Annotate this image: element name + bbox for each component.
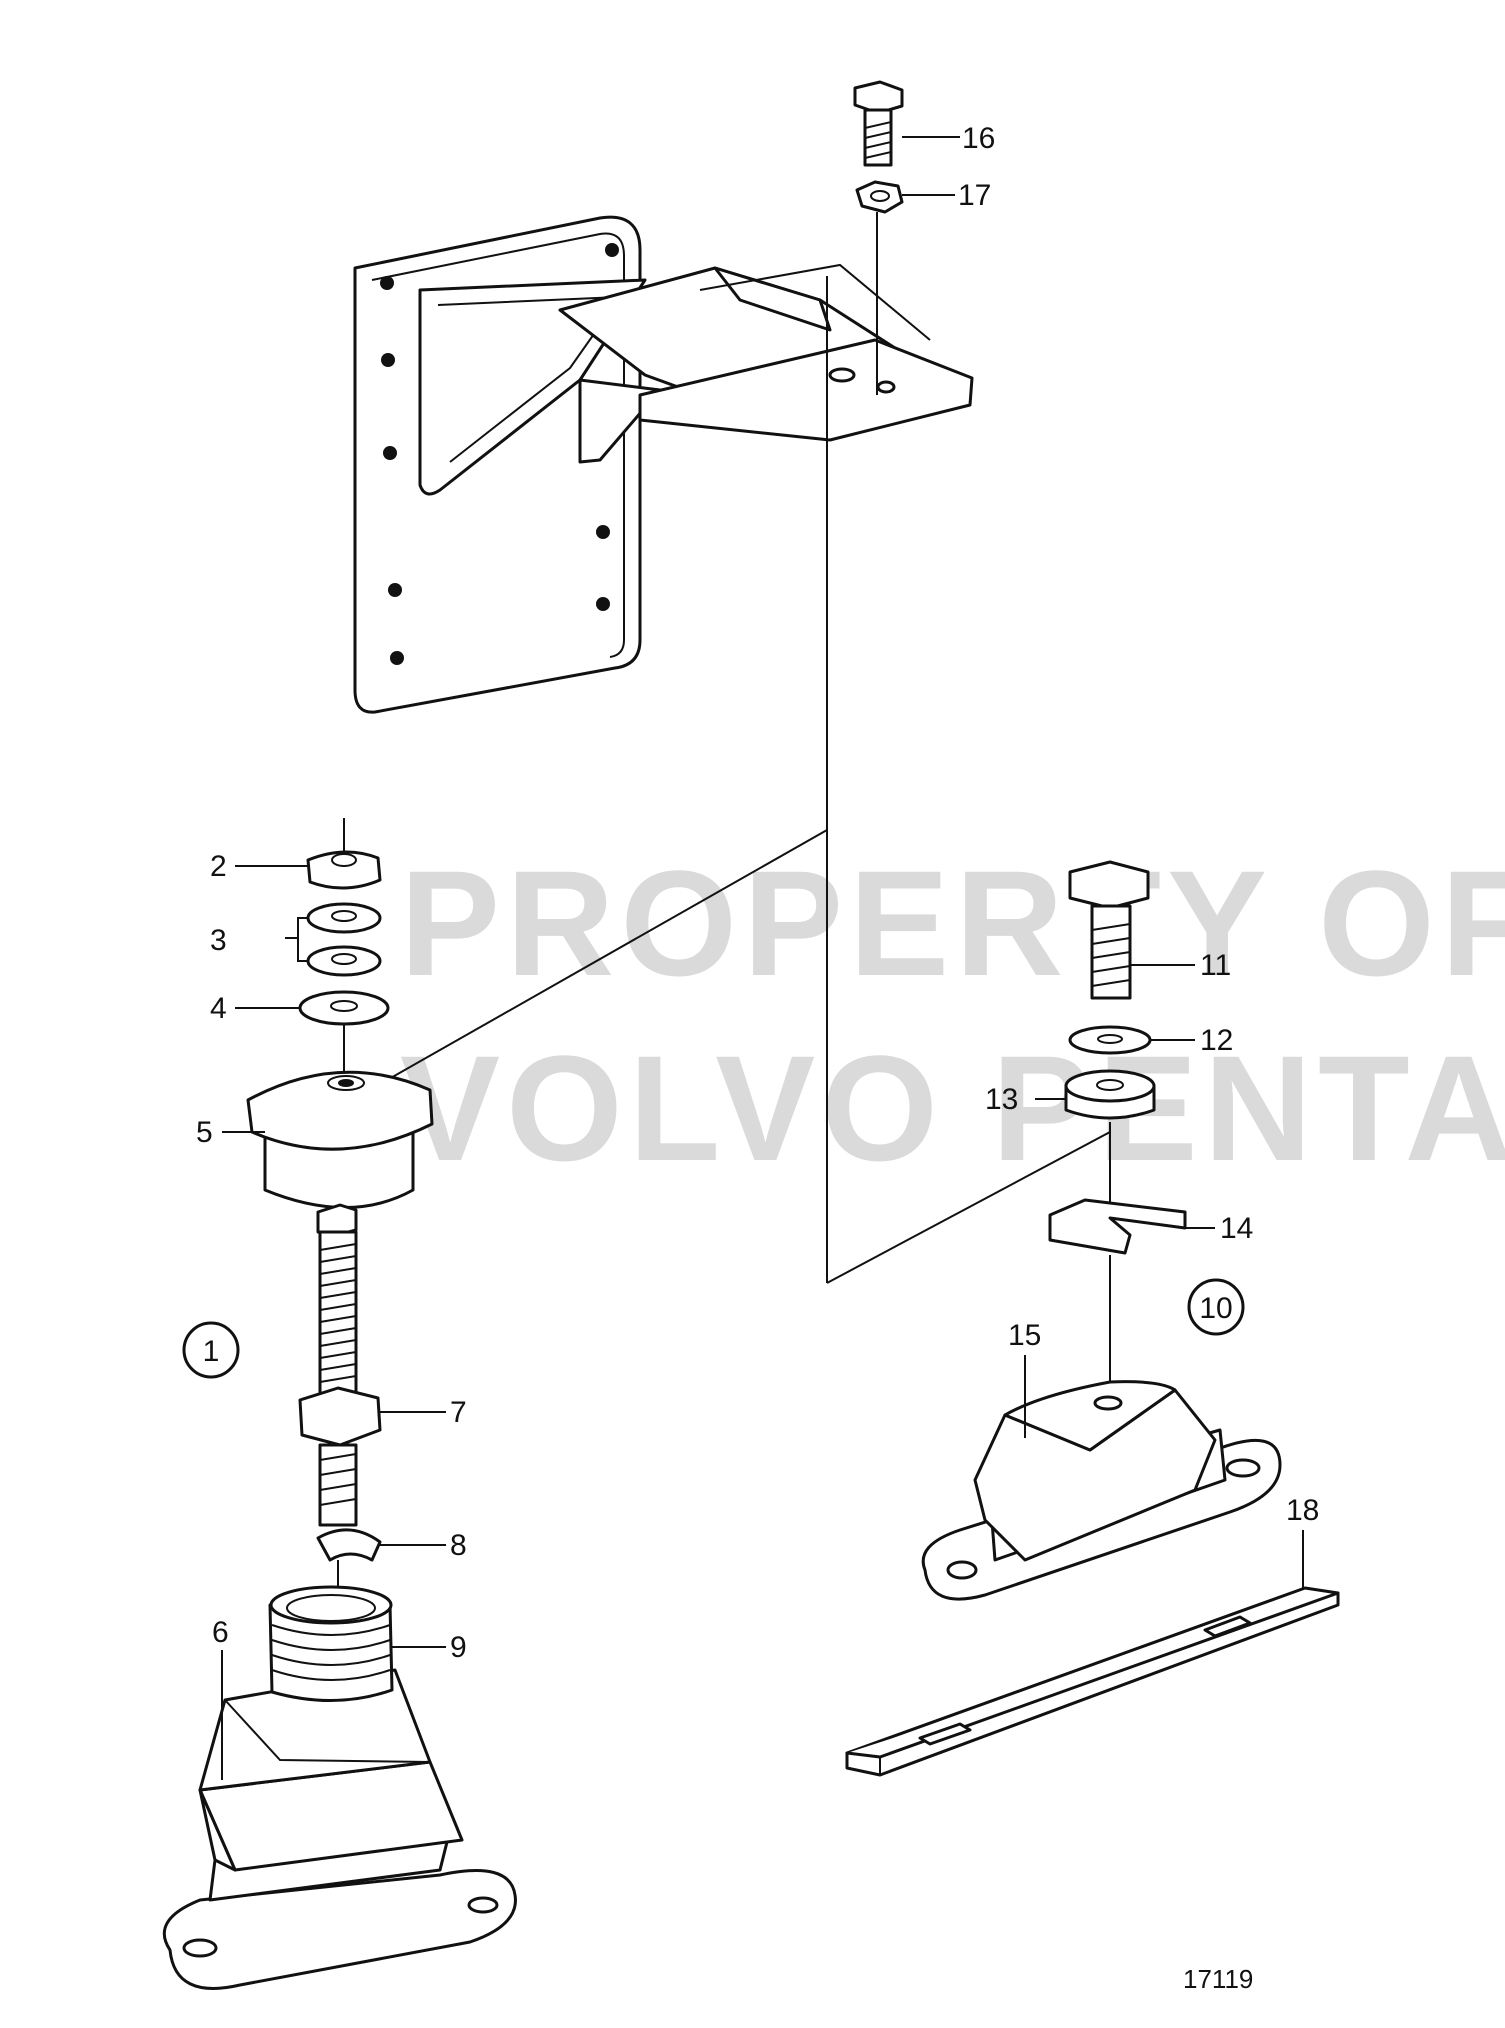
washer-4 bbox=[298, 990, 390, 1026]
callout-8: 8 bbox=[450, 1529, 467, 1562]
callout-3: 3 bbox=[210, 924, 227, 957]
shim-plate-18 bbox=[845, 1586, 1340, 1777]
stud-7 bbox=[298, 1203, 382, 1527]
callout-labels: 16 17 2 3 4 5 1 7 8 9 6 11 12 13 14 10 1… bbox=[182, 122, 1319, 1994]
spacer-5 bbox=[246, 1070, 434, 1209]
callout-17: 17 bbox=[958, 179, 991, 212]
callout-15: 15 bbox=[1008, 1319, 1041, 1352]
callout-6: 6 bbox=[212, 1616, 229, 1649]
washer-12 bbox=[1068, 1025, 1152, 1055]
callout-13: 13 bbox=[985, 1083, 1018, 1116]
rubber-mount-6 bbox=[162, 1585, 517, 1990]
top-bolt-16 bbox=[853, 80, 904, 167]
callout-10-circle: 10 bbox=[1187, 1278, 1245, 1336]
watermark-line2: VOLVO PENTA bbox=[400, 1024, 1505, 1192]
watermark: PROPERTY OF VOLVO PENTA bbox=[400, 839, 1505, 1192]
callout-5: 5 bbox=[196, 1116, 213, 1149]
top-nut-17 bbox=[855, 180, 904, 214]
callout-11: 11 bbox=[1200, 949, 1231, 982]
callout-1-circle: 1 bbox=[182, 1321, 240, 1379]
callout-16: 16 bbox=[962, 122, 995, 155]
rubber-mount-15 bbox=[921, 1380, 1282, 1601]
callout-18: 18 bbox=[1286, 1494, 1319, 1527]
callout-12: 12 bbox=[1200, 1024, 1233, 1057]
watermark-line1: PROPERTY OF bbox=[400, 839, 1505, 1007]
callout-4: 4 bbox=[210, 992, 227, 1025]
circlip-8 bbox=[316, 1528, 382, 1562]
engine-bracket bbox=[353, 215, 974, 714]
callout-10: 10 bbox=[1199, 1292, 1232, 1325]
shim-14 bbox=[1048, 1198, 1187, 1255]
callout-2: 2 bbox=[210, 850, 227, 883]
leader-lines bbox=[221, 136, 1304, 1780]
bolt-11 bbox=[1068, 860, 1150, 1000]
spacer-13 bbox=[1064, 1069, 1156, 1120]
callout-7: 7 bbox=[450, 1396, 467, 1429]
callout-1: 1 bbox=[203, 1335, 220, 1368]
washers-3 bbox=[306, 902, 382, 977]
bracket-holes bbox=[380, 243, 619, 665]
figure-number: 17119 bbox=[1183, 1964, 1253, 1994]
callout-9: 9 bbox=[450, 1631, 467, 1664]
callout-14: 14 bbox=[1220, 1212, 1253, 1245]
nut-2 bbox=[306, 818, 382, 890]
